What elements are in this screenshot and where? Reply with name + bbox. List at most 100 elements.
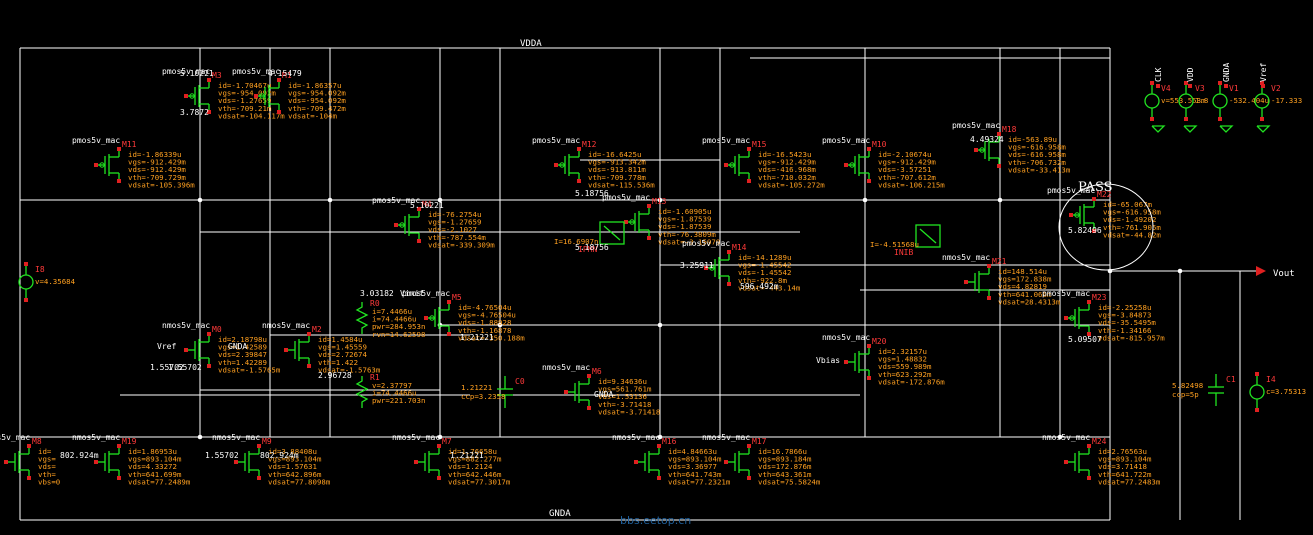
op-point-4: vdsat=-1.5765m [218,365,281,374]
transistor-m7[interactable]: M7nmos5v_macid=1.76658uvgs=882.277mvds=1… [392,433,511,486]
transistor-m21[interactable]: M21nmos5v_macid=148.514uvgs=172.838mvds=… [942,253,1061,306]
terminal-pin [747,179,751,183]
net-label: INIB [894,248,913,257]
inline-net-label: Vref [157,342,176,351]
op-point-3: vth=-709.21m [218,104,272,113]
transistor-m16[interactable]: M16nmos5v_macid=4.84663uvgs=893.104mvds=… [612,433,731,486]
instance-label: V1 [1229,84,1239,93]
transistor-m11[interactable]: M11pmos5v_macid=-1.86339uvgs=-912.429mvd… [72,136,195,189]
instance-label: M16 [662,437,677,446]
op-point-4: vdsat=77.3017m [448,477,511,486]
terminal-pin [997,132,1001,136]
op-point-2: vds=-913.811m [588,165,646,174]
op-point-0: id=-1.86357u [288,81,341,90]
source-value: I=-4.51568u [870,240,919,249]
op-point-2: vds=-3.57251 [878,165,931,174]
transistor-m0[interactable]: M0nmos5v_macid=2.18798uvgs=1.42589vds=2.… [162,321,281,374]
terminal-pin [417,207,421,211]
instance-label: M10 [872,140,887,149]
transistor-m3[interactable]: M3pmos5v_macid=-1.70467uvgs=-954.092mvds… [162,67,285,120]
pin-vdd[interactable]: VDD [1183,67,1198,133]
terminal-pin [234,460,238,464]
transistor-m20[interactable]: M20nmos5v_macid=2.32157uvgs=1.48832vds=5… [822,333,945,386]
terminal-pin [844,163,848,167]
terminal-pin [634,460,638,464]
transistor-m5[interactable]: M5pmos5v_macid=-4.76504uvgs=-4.76504uvds… [402,289,525,342]
op-point-3: vth=-709.729m [128,173,186,182]
op-point-1: vgs=882.277m [448,455,502,464]
transistor-m24[interactable]: M24nmos5v_macid=2.76563uvgs=893.104mvds=… [1042,433,1161,486]
transistor-m10[interactable]: M10pmos5v_macid=-2.10674uvgs=-912.429mvd… [822,136,945,189]
node-voltage-label: 3.25911 [680,261,714,270]
op-point-2: vds=1.2124 [448,462,493,471]
op-point-0: id=-76.2754u [428,210,481,219]
op-point-1: vgs=561.761m [598,385,652,394]
inline-net-label: GNDA [228,342,247,351]
terminal-pin [867,376,871,380]
terminal-pin [997,164,1001,168]
instance-label: M24 [1092,437,1107,446]
transistor-m6[interactable]: M6nmos5v_macid=9.34636uvgs=561.761mvds=1… [542,363,660,416]
op-point-1: vgs=893.104m [668,455,722,464]
terminal-pin [117,476,121,480]
transistor-m9[interactable]: M9nmos5v_macid=3.88408uvgs=893.104mvds=1… [212,433,331,486]
op-point-0: 1.21221 [461,383,492,392]
transistor-m22[interactable]: M22pmos5v_macid=-65.067mvgs=-616.958mvds… [1047,186,1161,239]
resistor-r0[interactable]: R0i=7.4466ui=74.4466upwr=284.953nrvn=14.… [355,299,425,339]
node-voltage-label: 5.09507 [1068,335,1102,344]
transistor-m2[interactable]: M2nmos5v_macid=1.4584uvgs=1.45559vds=2.7… [262,321,381,374]
voltage-source-i8[interactable]: I8v=4.35684 [18,262,76,302]
voltage-source-v1[interactable]: V1-532.404u [1212,81,1269,121]
op-point-2: vds=1.57631 [268,462,317,471]
inline-net-label: Vbias [816,356,840,365]
voltage-source-v3[interactable]: V31.8 [1178,81,1208,121]
transistor-m4[interactable]: M4pmos5v_macid=-76.2754uvgs=-1.27659vds=… [372,196,495,249]
transistor-m13[interactable]: M13pmos5v_macid=-1.60905uvgs=-1.87539vds… [602,193,720,246]
transistor-m18[interactable]: M18pmos5v_macid=-563.89uvgs=-616.958mvds… [952,121,1071,174]
pin-gnda[interactable]: GNDA [1219,63,1234,133]
instance-label: M1 [282,71,292,80]
transistor-m19[interactable]: M19nmos5v_macid=1.86953uvgs=893.104mvds=… [72,433,191,486]
op-point-0: id=2.32157u [878,347,927,356]
transistor-m1[interactable]: M1pmos5v_macid=-1.86357uvgs=-954.092mvds… [232,67,346,120]
terminal-pin [724,163,728,167]
instance-label: M7 [442,437,452,446]
pin-vref[interactable]: Vref [1256,63,1271,133]
terminal-pin [727,250,731,254]
terminal-pin [964,280,968,284]
node-voltage-label: 1.55702 [150,363,184,372]
terminal-pin [974,148,978,152]
op-point-1: vgs=-1.87539 [658,215,711,224]
vout-output-pin[interactable] [1256,266,1266,276]
transistor-m14[interactable]: M14pmos5v_macid=-14.1289uvgs=-1.45542vds… [682,239,801,292]
source-value: v=553.553m [1161,96,1206,105]
op-point-1: vgs= [38,455,56,464]
transistor-m12[interactable]: M12pmos5v_macid=-16.6425uvgs=-913.342mvd… [532,136,655,189]
instance-label: M3 [212,71,222,80]
gnda-net-label: GNDA [549,509,571,519]
voltage-source-i4[interactable]: I4c=3.75313 [1249,372,1306,412]
terminal-pin [447,300,451,304]
terminal-pin [27,476,31,480]
instance-label: M6 [592,367,602,376]
pin-clk[interactable]: CLK [1151,67,1166,133]
transistor-m17[interactable]: M17nmos5v_macid=16.7866uvgs=893.184mvds=… [702,433,821,486]
terminal-pin [1064,316,1068,320]
transistor-m15[interactable]: M15pmos5v_macid=-16.5423uvgs=-912.429mvd… [702,136,825,189]
op-point-3: vth=-709.778m [588,173,646,182]
voltage-source-v4[interactable]: V4v=553.553m [1144,81,1206,121]
transistor-m23[interactable]: M23pmos5v_macid=-2.25258uvgs=-3.84873vds… [1042,289,1165,342]
instance-label: M2 [312,325,322,334]
op-point-1: vgs=-4.76504u [458,311,516,320]
voltage-source-v2[interactable]: V2-17.333 [1254,81,1302,121]
terminal-pin [207,332,211,336]
op-point-3: vth=-709.472m [288,104,346,113]
terminal-pin [987,296,991,300]
